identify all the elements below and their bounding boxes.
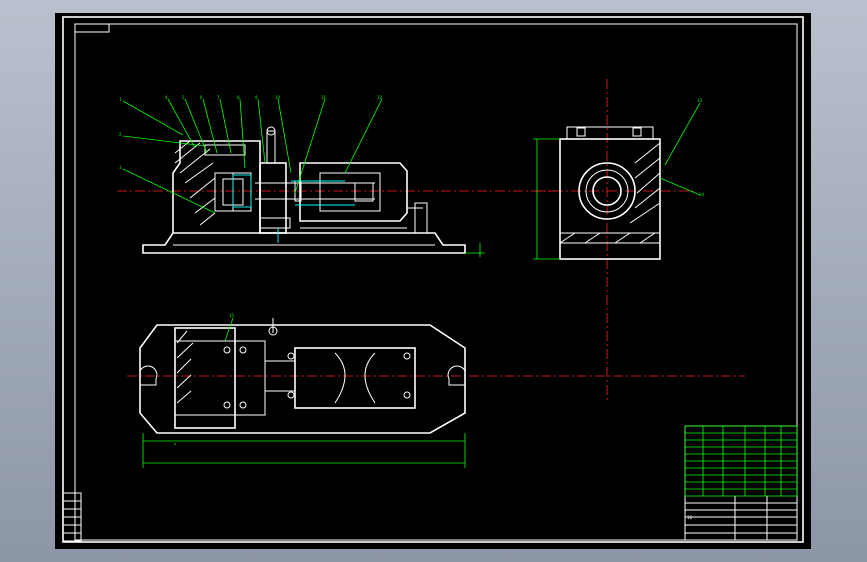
svg-text:3: 3: [119, 165, 122, 170]
svg-text:7: 7: [217, 95, 220, 100]
svg-text:16: 16: [687, 515, 693, 520]
top-jaw-block: [174, 327, 236, 429]
inner-border: [74, 23, 798, 541]
svg-text:10: 10: [275, 95, 281, 100]
svg-text:9: 9: [255, 95, 258, 100]
fixed-jaw: [172, 140, 261, 233]
drawing-sheet[interactable]: 1 2 3 4 5 6 7 8 9 10 11 12: [55, 13, 811, 549]
side-body: [559, 138, 661, 260]
top-base-outline: [139, 324, 466, 434]
side-section-view[interactable]: 13 14: [533, 79, 705, 401]
hydraulic-cylinder: [299, 162, 408, 222]
svg-text:1: 1: [119, 97, 122, 102]
svg-text:15: 15: [229, 313, 235, 318]
svg-text:8: 8: [237, 95, 240, 100]
svg-text:13: 13: [697, 98, 703, 103]
svg-text:14: 14: [699, 192, 705, 197]
svg-text:11: 11: [321, 95, 327, 100]
balloon-leaders: [122, 98, 383, 214]
balloon-numbers: 1 2 3 4 5 6 7 8 9 10 11 12: [119, 95, 383, 170]
svg-text:5: 5: [182, 95, 185, 100]
top-hatch: [176, 330, 194, 404]
slot-left: [139, 365, 158, 386]
slot-right: [447, 365, 466, 386]
svg-text:4: 4: [165, 95, 168, 100]
side-hatch: [559, 142, 661, 244]
corner-code-box: [74, 23, 110, 33]
svg-text:2: 2: [119, 132, 122, 137]
bore-circle: [578, 162, 636, 220]
jaw-hatch: [174, 140, 216, 226]
front-section-view[interactable]: [117, 126, 555, 257]
top-cylinder: [294, 347, 416, 409]
base-plate: [142, 232, 466, 254]
cad-drawing-canvas[interactable]: 1 2 3 4 5 6 7 8 9 10 11 12: [55, 13, 811, 549]
hidden-detail: [232, 174, 252, 208]
title-block[interactable]: 16: [684, 425, 798, 541]
top-plan-view[interactable]: 15: [127, 313, 745, 468]
moving-jaw: [259, 162, 287, 234]
outer-border: [62, 16, 804, 543]
binding-strip: [62, 492, 82, 542]
svg-text:12: 12: [377, 95, 383, 100]
svg-text:6: 6: [200, 95, 203, 100]
